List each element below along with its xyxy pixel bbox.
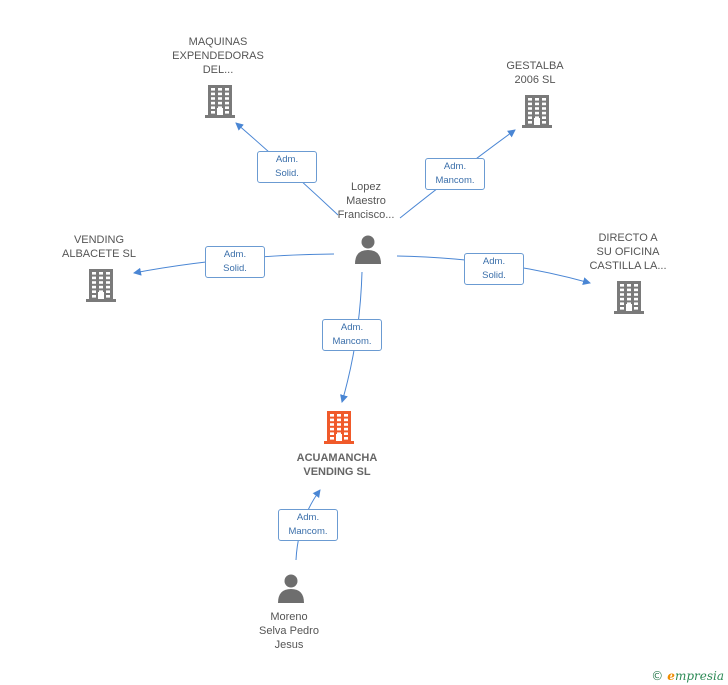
building-icon (324, 411, 354, 444)
node-label-maquinas[interactable]: MAQUINAS EXPENDEDORAS DEL... (172, 36, 264, 76)
person-icon (355, 235, 381, 264)
node-label-main-company[interactable]: ACUAMANCHA VENDING SL (296, 452, 378, 478)
building-icon (614, 281, 644, 314)
edge-label-lopez-directo: Adm. Solid. (464, 253, 524, 285)
node-label-vending-albacete[interactable]: VENDING ALBACETE SL (62, 234, 136, 260)
edge-label-lopez-vending: Adm. Solid. (205, 246, 265, 278)
brand-name: mpresia (674, 669, 724, 683)
building-icon (522, 95, 552, 128)
empresia-logo: ©empresia (651, 669, 724, 683)
brand-initial: e (667, 669, 675, 683)
node-label-directo[interactable]: DIRECTO A SU OFICINA CASTILLA LA... (589, 232, 667, 272)
building-icon (86, 269, 116, 302)
edge-label-lopez-main: Adm. Mancom. (322, 319, 382, 351)
edge-label-lopez-gestalba: Adm. Mancom. (425, 158, 485, 190)
node-label-moreno[interactable]: Moreno Selva Pedro Jesus (259, 611, 319, 651)
person-icon (278, 574, 304, 603)
node-label-gestalba[interactable]: GESTALBA 2006 SL (506, 60, 564, 86)
building-icon (205, 85, 235, 118)
node-label-lopez[interactable]: Lopez Maestro Francisco... (337, 181, 395, 221)
copyright-symbol: © (651, 669, 664, 683)
edge-label-moreno-main: Adm. Mancom. (278, 509, 338, 541)
edge-label-lopez-maquinas: Adm. Solid. (257, 151, 317, 183)
